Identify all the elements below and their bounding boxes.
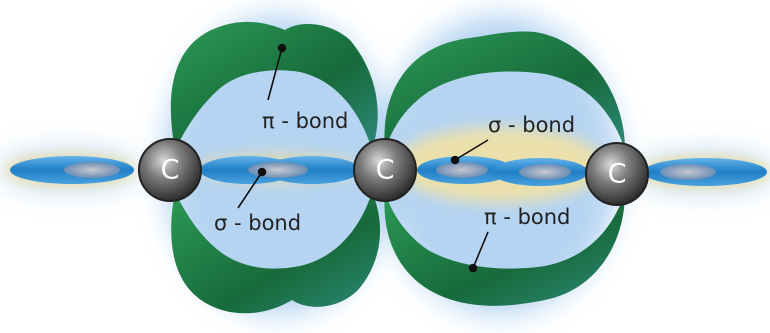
sigma-lobe-far-left-core xyxy=(64,162,120,178)
sigma-bond-label-left: σ - bond xyxy=(214,211,301,235)
pi-lobe-lower-left xyxy=(171,192,381,314)
pi-bond-label-lower: π - bond xyxy=(484,205,570,229)
pi-bond-left xyxy=(170,21,381,314)
sigma-lobe-right-core-a xyxy=(436,162,488,178)
carbon-atom-middle: C xyxy=(353,138,417,202)
pi-lobe-upper-left xyxy=(170,21,378,151)
atom-symbol: C xyxy=(161,155,180,186)
carbon-atom-right: C xyxy=(585,142,649,206)
sigma-lobe-far-right-core xyxy=(660,164,716,180)
carbon-atom-left: C xyxy=(138,138,202,202)
sigma-bond-label-right: σ - bond xyxy=(488,113,575,137)
sigma-lobe-left-core xyxy=(248,162,308,178)
atom-symbol: C xyxy=(608,159,627,190)
atom-symbol: C xyxy=(376,155,395,186)
leader-lines xyxy=(237,43,489,273)
sigma-lobe-right-core-b xyxy=(519,164,571,180)
pi-lobe-lower-right xyxy=(384,192,625,306)
sigma-lobes xyxy=(10,156,767,186)
pi-lobe-upper-right xyxy=(384,31,625,150)
pi-bond-label-upper: π - bond xyxy=(262,109,348,133)
pi-bond-right xyxy=(384,31,625,306)
